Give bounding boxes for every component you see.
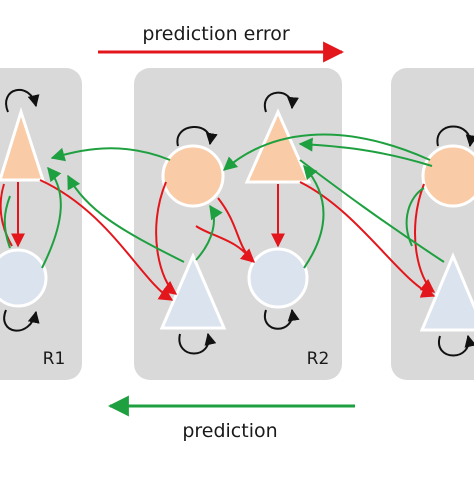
prediction-arrow-r2-tri-to-r1 — [67, 174, 185, 263]
region-panel-r1 — [0, 68, 82, 380]
self-loop-r3-circle-upper — [436, 125, 474, 148]
self-loop-r2-triangle-upper — [263, 91, 299, 113]
prediction-arrow-r2-circle-to-r1 — [50, 147, 171, 162]
prediction-arrow-r1-circle-to-r1-tri — [41, 166, 62, 269]
r3-triangle-lower-node — [419, 252, 474, 332]
self-loop-r2-triangle-lower — [178, 332, 217, 355]
r1-circle-node — [0, 248, 48, 308]
self-loop-r1-bottom — [3, 309, 40, 332]
prediction-arrow-r2-circle-lower-to-r2-triangle — [303, 164, 325, 269]
error-arrow-r1-to-r2-triangle — [39, 179, 174, 301]
region-label-r1: R1 — [43, 349, 66, 369]
self-loop-r1-top — [5, 88, 40, 113]
self-loop-r2-circle-lower — [263, 308, 300, 330]
r3-circle-upper-node — [421, 144, 474, 208]
region-label-r2: R2 — [307, 349, 330, 369]
r2-triangle-lower-node — [159, 252, 227, 330]
error-arrow-r2-circle-to-r2-triangle — [155, 181, 178, 295]
r1-triangle-node — [0, 107, 46, 182]
error-arrow-r1-tri-down-loop — [0, 183, 13, 247]
prediction-label: prediction — [182, 420, 277, 442]
error-arrow-r2-lower-to-r2-circle — [195, 225, 253, 263]
prediction-arrow-r3-to-r2-triangle — [298, 137, 433, 167]
self-loop-r2-circle-upper — [176, 126, 218, 147]
r2-circle-upper-node — [161, 144, 225, 208]
prediction-arrow-r3-to-r2-circle — [222, 133, 431, 171]
error-arrow-r3-circle-to-r3-triangle — [414, 183, 436, 293]
self-loop-r3-triangle-lower — [438, 334, 474, 357]
prediction-arrow-r3-circle-loop — [405, 187, 425, 247]
region-panel-r3 — [391, 68, 474, 380]
region-panel-r2 — [134, 68, 342, 380]
prediction-arrow-r3-triangle-to-r2 — [299, 159, 445, 263]
prediction-error-label: prediction error — [142, 23, 290, 45]
prediction-arrow-r1-circle-inner — [3, 195, 11, 249]
prediction-arrow-r2-tri-to-r2-circle — [195, 204, 223, 261]
r2-circle-lower-node — [247, 247, 309, 309]
